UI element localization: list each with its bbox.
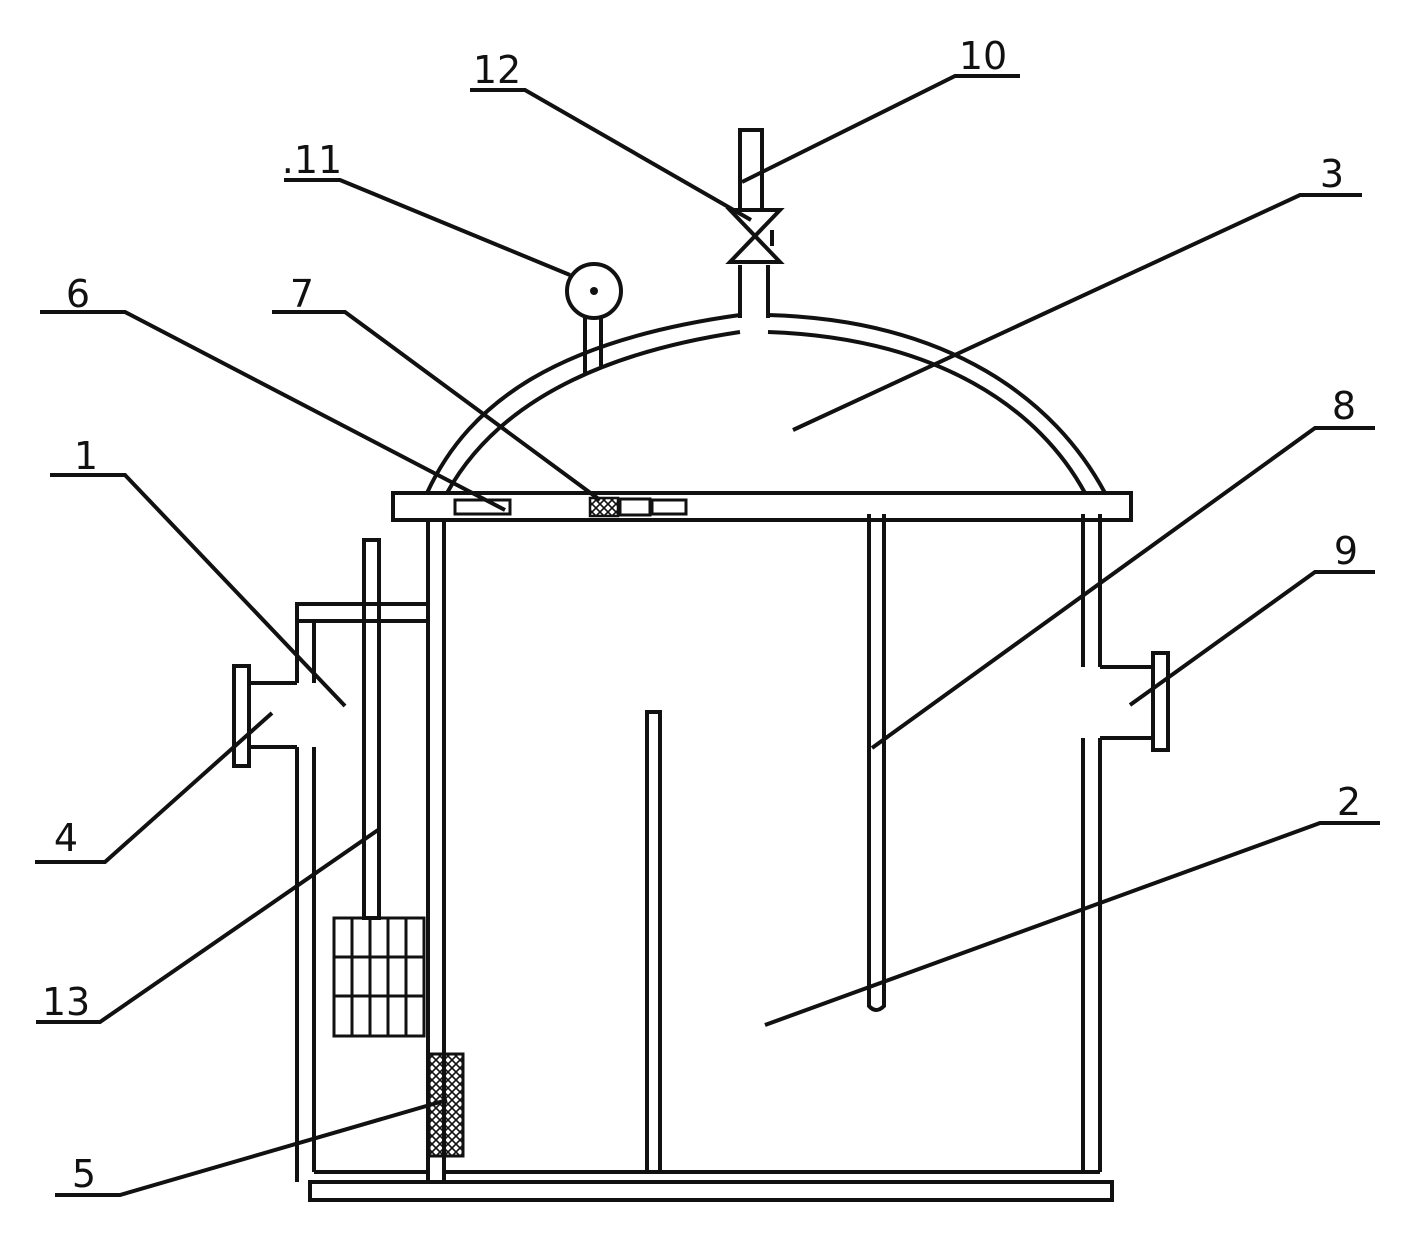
label-7: 7: [290, 272, 314, 316]
vent-valve: [725, 128, 785, 318]
callout-labels: 6 7 1 4 13 5 .11 12 10 3 8 9 2: [42, 34, 1361, 1196]
lid-plate: [391, 491, 1133, 522]
label-11: .11: [282, 138, 342, 182]
label-4: 4: [54, 816, 78, 860]
label-1: 1: [74, 434, 98, 478]
label-5: 5: [72, 1152, 96, 1196]
bottom-baffle: [645, 710, 662, 1174]
main-tank-wall: [426, 514, 1102, 1182]
label-3: 3: [1320, 152, 1344, 196]
top-baffle: [867, 514, 886, 1012]
label-10: 10: [959, 34, 1007, 78]
base-plate: [308, 1180, 1114, 1202]
leader-lines: [35, 74, 1380, 1197]
label-9: 9: [1334, 529, 1358, 573]
heater-rod: [332, 538, 426, 1038]
outlet-pipe: [1100, 651, 1170, 752]
label-2: 2: [1337, 780, 1361, 824]
pressure-gauge: [565, 262, 623, 375]
lid-part-7: [588, 496, 688, 518]
dome: [425, 313, 1107, 494]
inlet-pipe: [232, 664, 297, 768]
label-8: 8: [1332, 384, 1356, 428]
label-6: 6: [66, 272, 90, 316]
label-12: 12: [473, 48, 521, 92]
label-13: 13: [42, 980, 90, 1024]
